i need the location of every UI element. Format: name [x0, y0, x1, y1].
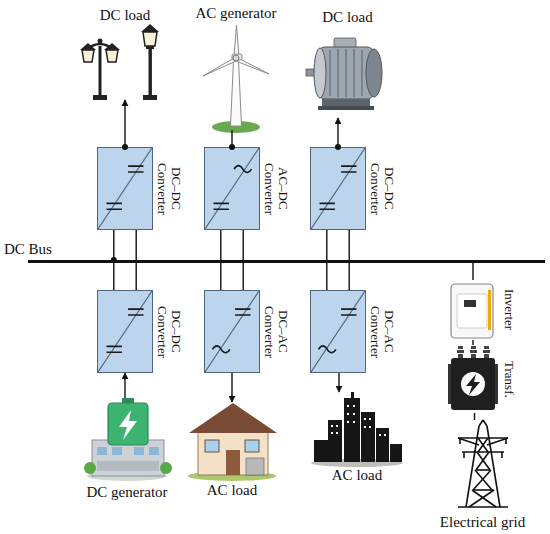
connector-line [231, 130, 232, 147]
node-label: DC load [100, 7, 150, 24]
pylon-illustration [458, 420, 508, 507]
dc-symbol [128, 309, 143, 315]
node-label: DC–DC Converter [155, 147, 183, 231]
converter-symbol [98, 148, 152, 229]
converter-box: AC–DC Converter [204, 147, 260, 230]
load-node: AC load [188, 402, 276, 478]
converter-symbol [98, 291, 152, 372]
converter-diagonal [205, 148, 259, 229]
node-label: DC–DC Converter [368, 147, 396, 231]
connector-line [472, 263, 473, 280]
connector-line [221, 263, 243, 290]
node-label: AC load [332, 467, 382, 484]
dc-symbol [213, 203, 228, 209]
junction-dot [335, 144, 341, 150]
converter-box: DC–AC Converter [310, 290, 366, 373]
node-label: Electrical grid [440, 514, 525, 531]
connector-line [124, 100, 125, 147]
converter-diagonal [311, 148, 365, 229]
node-label: DC generator [86, 484, 167, 501]
node-label: AC generator [195, 5, 276, 22]
node-label: Transf. [502, 337, 516, 421]
node-label: DC–AC Converter [368, 290, 396, 374]
transformer-illustration [448, 346, 498, 410]
connector-line [327, 263, 349, 290]
street-lamp-illustration [80, 24, 159, 100]
converter-symbol [205, 148, 259, 229]
connector-line [124, 373, 125, 398]
dc-symbol [341, 309, 356, 315]
city-illustration [311, 392, 403, 467]
node-label: DC–AC Converter [262, 290, 290, 374]
dc-symbol [106, 203, 121, 209]
dc-symbol [319, 203, 334, 209]
converter-symbol [311, 148, 365, 229]
grid-node: Electrical grid [450, 420, 515, 510]
node-label: DC–DC Converter [155, 290, 183, 374]
node-label: AC load [207, 482, 257, 499]
house-illustration [188, 403, 277, 481]
node-label: AC–DC Converter [262, 147, 290, 231]
converter-diagonal [98, 148, 152, 229]
inverter-node: Inverter [447, 280, 499, 340]
converter-box: DC–DC Converter [97, 290, 153, 373]
converter-symbol [205, 291, 259, 372]
dc-symbol [341, 166, 356, 172]
dc-symbol [128, 166, 143, 172]
converter-box: DC–DC Converter [310, 147, 366, 230]
transformer-node: Transf. [447, 345, 499, 413]
converter-box: DC–DC Converter [97, 147, 153, 230]
dc-symbol [235, 309, 250, 315]
load-node: AC load [312, 392, 402, 463]
battery-plant-illustration [84, 398, 172, 481]
node-label: DC load [322, 9, 372, 26]
connector-line [327, 230, 349, 260]
ac-symbol [213, 346, 230, 353]
ac-symbol [234, 166, 251, 173]
node-label: DC Bus [4, 241, 52, 258]
converter-diagonal [311, 291, 365, 372]
wind-turbine-illustration [203, 25, 269, 133]
load-node: DC load [80, 28, 170, 100]
connector-line [338, 373, 339, 392]
node-label: Inverter [502, 268, 516, 352]
ac-symbol [319, 346, 336, 353]
junction-dot [111, 257, 117, 263]
connector-line [472, 340, 473, 345]
connector-line [114, 230, 136, 260]
connector-line [474, 413, 475, 420]
generator-node: AC generator [195, 26, 277, 130]
connector-line [337, 118, 338, 147]
junction-dot [229, 144, 235, 150]
converter-diagonal [205, 291, 259, 372]
dc-symbol [106, 346, 121, 352]
converter-symbol [311, 291, 365, 372]
connector-line [231, 373, 232, 402]
converter-diagonal [98, 291, 152, 372]
junction-dot [122, 144, 128, 150]
connector-line [114, 263, 136, 290]
motor-illustration [306, 38, 382, 110]
generator-node: DC generator [88, 398, 166, 480]
dc-bus: DC Bus [28, 260, 545, 263]
load-node: DC load [305, 30, 390, 118]
converter-box: DC–AC Converter [204, 290, 260, 373]
connector-line [221, 230, 243, 260]
inverter-illustration [451, 284, 493, 338]
